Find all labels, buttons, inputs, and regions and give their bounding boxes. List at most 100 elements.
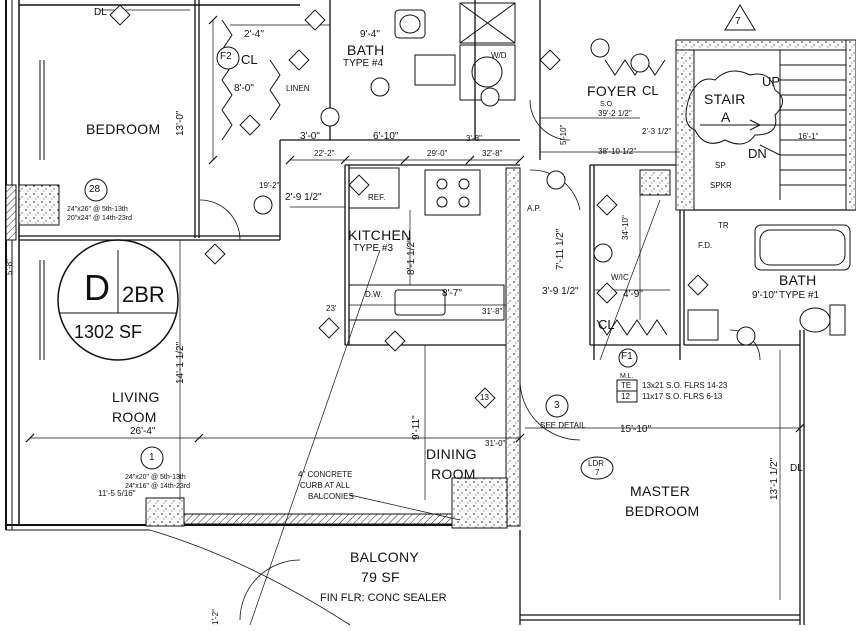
- callout-circles: [84, 38, 756, 480]
- closet-doors: [221, 19, 668, 336]
- dim-6-10: 6'-10": [373, 131, 399, 142]
- tag-13: 13: [480, 393, 489, 402]
- tag-ref: REF.: [368, 193, 386, 202]
- dim-22-2: 22'-2": [314, 149, 335, 158]
- leader-lines: [249, 199, 661, 626]
- dim-31-8: 31'-8": [482, 307, 503, 316]
- room-bath-right: BATH: [779, 272, 817, 288]
- room-bath-top: BATH: [347, 42, 385, 58]
- note-ml: M.L.: [620, 373, 634, 380]
- callout-diamonds: [109, 4, 709, 409]
- dim-16-1: 16'-1": [798, 132, 819, 141]
- dim-19-2: 19'-2": [259, 181, 280, 190]
- tag-ldr: LDR: [588, 459, 605, 468]
- tag-spkr: SPKR: [710, 181, 732, 190]
- note-12-val: 11x17 S.O. FLRS 6-13: [642, 392, 723, 401]
- tag-dl-2: DL: [790, 463, 803, 474]
- dimension-ticks: [25, 15, 805, 443]
- stair-cloud: [685, 70, 783, 145]
- tag-ap: A.P.: [527, 204, 542, 213]
- bath-fixtures-top: [394, 2, 516, 101]
- dim-3-8: 3'-8": [466, 134, 482, 143]
- note-te-tag: TE: [621, 381, 632, 390]
- dim-3-0: 3'-0": [300, 131, 320, 142]
- dim-39-2: 39'-2 1/2": [598, 109, 632, 118]
- stair-treads: [700, 50, 846, 200]
- bath-fixtures-right: [687, 224, 851, 341]
- note-window-28b: 20"x24" @ 14th-23rd: [67, 215, 133, 222]
- room-living-2: ROOM: [112, 409, 157, 425]
- note-window-28a: 24"x26" @ 5th-13th: [67, 206, 128, 213]
- dim-5-10: 5'-10": [559, 124, 568, 145]
- dim-3-9: 3'-9 1/2": [542, 286, 579, 297]
- dim-9-4: 9'-4": [360, 29, 380, 40]
- tag-ldr-num: 7: [595, 468, 600, 477]
- dim-29-0: 29'-0": [427, 149, 448, 158]
- window-tag-box: [616, 379, 638, 403]
- dim-31-0: 31'-0": [485, 439, 506, 448]
- room-balcony-finish: FIN FLR: CONC SEALER: [320, 592, 447, 604]
- dim-2-3: 2'-3 1/2": [642, 127, 672, 136]
- tag-linen: LINEN: [286, 84, 310, 93]
- tag-dl-1: DL: [94, 7, 107, 18]
- room-dining: DINING: [426, 446, 477, 462]
- dim-32-8: 32'-8": [482, 149, 503, 158]
- note-te-val: 13x21 S.O. FLRS 14-23: [642, 381, 728, 390]
- tag-1: 1: [149, 452, 155, 463]
- dim-13-1: 13'-1 1/2": [769, 457, 780, 500]
- tag-dw: D.W.: [365, 290, 383, 299]
- dim-8-0-vert: 8'-0": [234, 83, 254, 94]
- tag-f1: F1: [621, 351, 633, 362]
- exterior-walls: [5, 0, 520, 531]
- tag-tr: TR: [718, 221, 729, 230]
- unit-badge: [57, 239, 179, 361]
- tag-wic: W/IC: [611, 273, 629, 282]
- dim-26-4: 26'-4": [130, 426, 156, 437]
- dim-1-2: 1'-2": [211, 609, 220, 625]
- dim-5-8: 5'-8": [5, 259, 14, 275]
- room-kitchen: KITCHEN: [348, 227, 412, 243]
- tag-up: UP: [762, 74, 781, 89]
- room-master-2: BEDROOM: [625, 503, 700, 519]
- room-kitchen-type: TYPE #3: [353, 243, 394, 254]
- dim-8-1: 8'-1 1/2": [406, 238, 417, 275]
- dim-9-11: 9'-11": [411, 415, 422, 440]
- section-marker: [724, 4, 756, 31]
- dim-11-5: 11'-5 5/16": [98, 489, 136, 498]
- room-foyer: FOYER: [587, 83, 637, 99]
- concrete-walls: [18, 39, 856, 529]
- dim-9-10: 9'-10": [752, 290, 778, 301]
- window-band: [5, 184, 453, 525]
- tag-see-detail: SEE DETAIL: [540, 421, 586, 430]
- tag-section-7: 7: [735, 16, 741, 27]
- dim-38-10: 38'-10 1/2": [598, 147, 637, 156]
- room-bedroom: BEDROOM: [86, 121, 161, 137]
- dim-4-9: 4'-9": [623, 289, 643, 300]
- dim-13-0: 13'-0": [175, 110, 186, 136]
- room-dining-2: ROOM: [431, 466, 476, 482]
- tag-wd: W/D: [491, 51, 507, 60]
- tag-3: 3: [554, 400, 560, 411]
- room-balcony-area: 79 SF: [361, 569, 400, 585]
- tag-sp: SP: [715, 161, 726, 170]
- tag-closet-2: CL: [642, 83, 659, 98]
- dim-23: 23': [326, 304, 337, 313]
- dim-8-7: 8'-7": [442, 288, 462, 299]
- room-master: MASTER: [630, 483, 691, 499]
- dim-15-10: 15'-10": [620, 424, 652, 435]
- tag-closet-3: CL: [598, 317, 615, 332]
- tag-f2: F2: [220, 51, 232, 62]
- room-stair: STAIR: [704, 91, 746, 107]
- dim-14-1: 14'-1 1/2": [175, 341, 186, 384]
- unit-code: D: [84, 267, 110, 308]
- note-curb-2: CURB AT ALL: [300, 481, 350, 490]
- dim-34-10: 34'-10": [621, 215, 630, 240]
- tag-dn: DN: [748, 146, 767, 161]
- note-so: S.O.: [600, 101, 615, 108]
- unit-area: 1302 SF: [74, 322, 143, 342]
- room-living: LIVING: [112, 389, 160, 405]
- room-bath-top-type: TYPE #4: [343, 58, 384, 69]
- room-bath-right-type: TYPE #1: [779, 290, 820, 301]
- note-window-1a: 24"x20" @ 5th-13th: [125, 474, 186, 481]
